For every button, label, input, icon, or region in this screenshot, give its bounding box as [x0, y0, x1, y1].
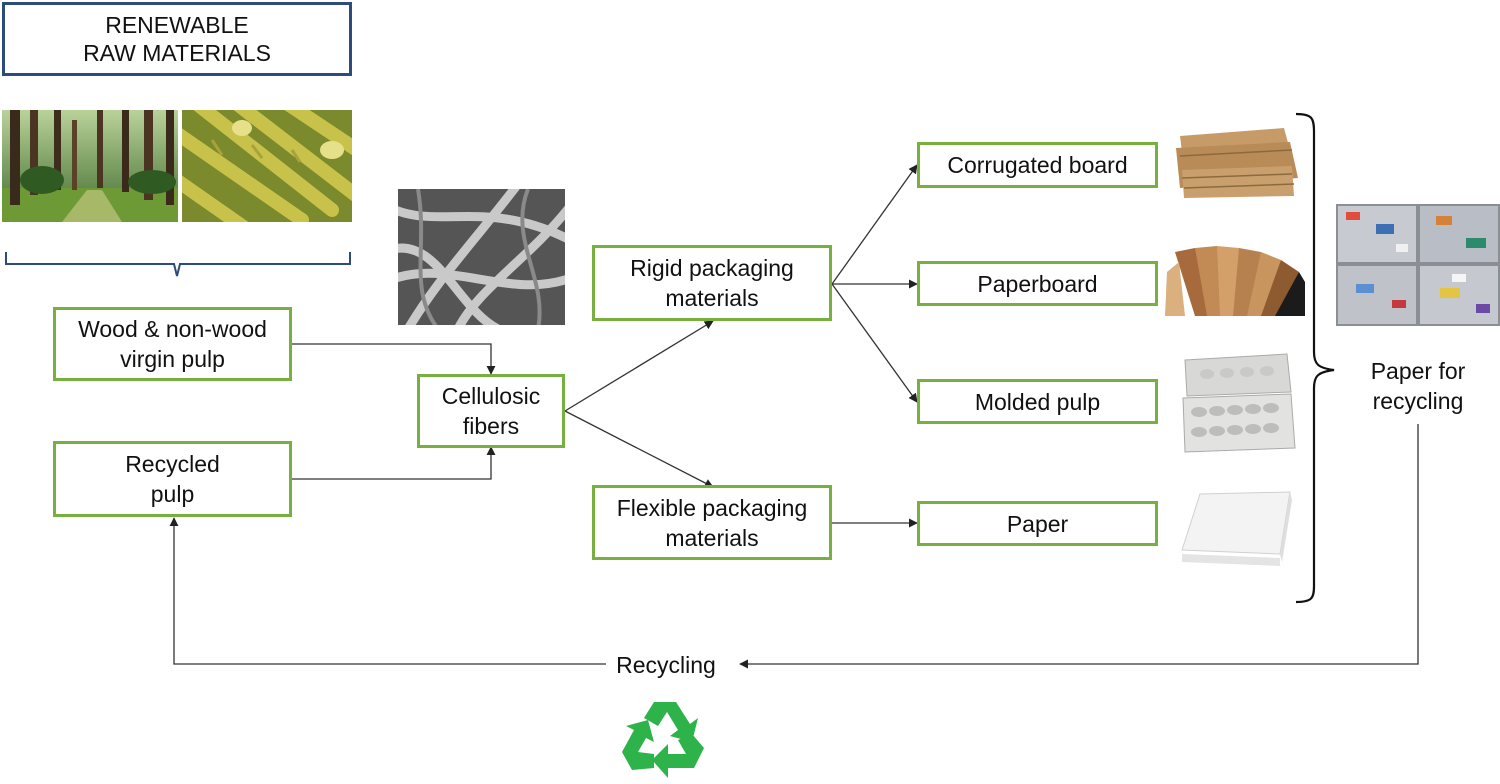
flexible-packaging-label: Flexible packaging materials — [616, 494, 808, 551]
renewable-raw-materials-title: RENEWABLE RAW MATERIALS — [2, 2, 352, 76]
recycle-symbol-icon — [620, 696, 714, 782]
paperboard-label: Paperboard — [977, 270, 1098, 297]
arrow-recycled-to-fibers — [292, 446, 496, 480]
cellulosic-fibers-label: Cellulosic fibers — [441, 383, 541, 439]
flexible-packaging-node: Flexible packaging materials — [592, 485, 832, 560]
molded-pulp-label: Molded pulp — [974, 388, 1101, 415]
paper-sheets-photo — [1180, 490, 1292, 568]
paper-for-recycling-brace — [1295, 112, 1335, 604]
paper-label: Paper — [1006, 510, 1069, 537]
paper-for-recycling-label: Paper for recycling — [1370, 358, 1466, 414]
cellulosic-fibers-node: Cellulosic fibers — [417, 374, 565, 448]
arrow-virgin-to-fibers — [292, 343, 496, 375]
forest-photo — [2, 110, 178, 222]
paper-node: Paper — [917, 501, 1158, 546]
virgin-pulp-node: Wood & non-wood virgin pulp — [53, 307, 292, 381]
corrugated-board-photo — [1172, 126, 1300, 200]
recycled-pulp-label: Recycled pulp — [125, 451, 220, 507]
paperboard-node: Paperboard — [917, 261, 1158, 306]
paper-bales-photo — [1336, 204, 1500, 326]
paperboard-swatches-photo — [1165, 242, 1305, 316]
arrow-rigid-to-corrugated — [831, 164, 918, 285]
arrow-recycling-to-recycled-pulp — [169, 517, 606, 665]
fiber-micrograph — [398, 189, 565, 325]
corrugated-board-node: Corrugated board — [917, 142, 1158, 188]
recycled-pulp-node: Recycled pulp — [53, 441, 292, 517]
virgin-pulp-label: Wood & non-wood virgin pulp — [78, 316, 267, 372]
title-text: RENEWABLE RAW MATERIALS — [83, 12, 271, 66]
arrow-rigid-to-molded — [831, 283, 918, 403]
recycling-label: Recycling — [616, 652, 716, 678]
rigid-packaging-label: Rigid packaging materials — [630, 255, 794, 311]
arrow-fibers-to-rigid — [564, 320, 714, 412]
rigid-packaging-node: Rigid packaging materials — [592, 245, 832, 321]
raw-materials-brace — [5, 252, 351, 277]
sugarcane-photo — [182, 110, 352, 222]
egg-carton-photo — [1177, 352, 1297, 458]
corrugated-board-label: Corrugated board — [947, 152, 1128, 178]
arrow-to-recycling — [739, 424, 1419, 669]
molded-pulp-node: Molded pulp — [917, 379, 1158, 424]
arrow-fibers-to-flexible — [564, 410, 714, 488]
